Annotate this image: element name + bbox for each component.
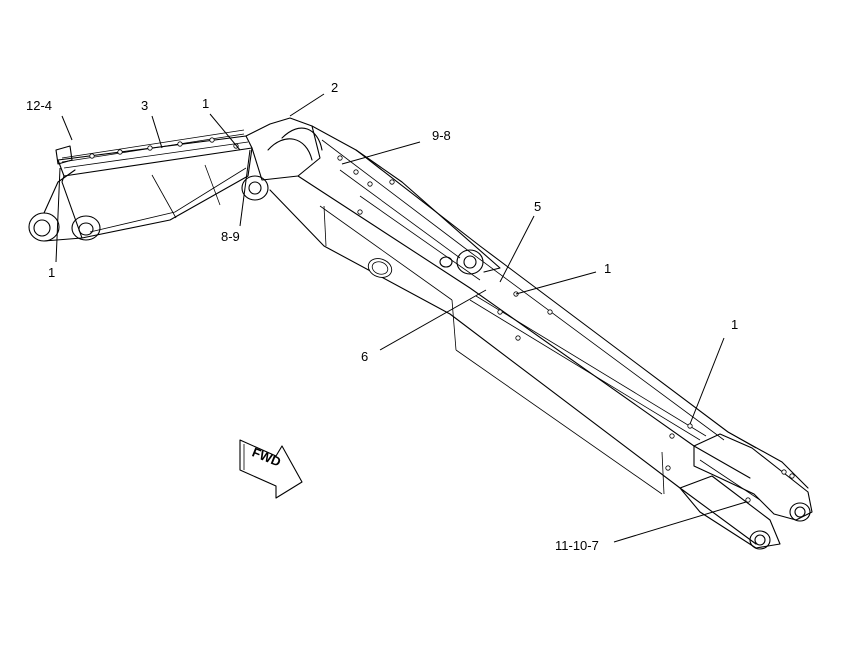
callout-3: 3 bbox=[141, 98, 148, 113]
callout-8-9: 8-9 bbox=[221, 229, 240, 244]
stick bbox=[269, 125, 813, 550]
callout-1-left: 1 bbox=[48, 265, 55, 280]
fwd-arrow-icon: FWD bbox=[239, 439, 303, 499]
callout-9-8: 9-8 bbox=[432, 128, 451, 143]
callout-5: 5 bbox=[534, 199, 541, 214]
callout-11-10-7: 11-10-7 bbox=[555, 538, 599, 553]
callout-12-4: 12-4 bbox=[26, 98, 52, 113]
callout-6: 6 bbox=[361, 349, 368, 364]
boom bbox=[28, 117, 323, 242]
leader-lines bbox=[55, 93, 747, 543]
callout-2: 2 bbox=[331, 80, 338, 95]
fwd-label: FWD bbox=[250, 445, 283, 470]
callout-labels: 12-4 3 1 2 9-8 8-9 1 5 1 6 1 11-10-7 bbox=[26, 80, 738, 553]
callout-1-right: 1 bbox=[731, 317, 738, 332]
callout-1-top: 1 bbox=[202, 96, 209, 111]
callout-1-mid: 1 bbox=[604, 261, 611, 276]
